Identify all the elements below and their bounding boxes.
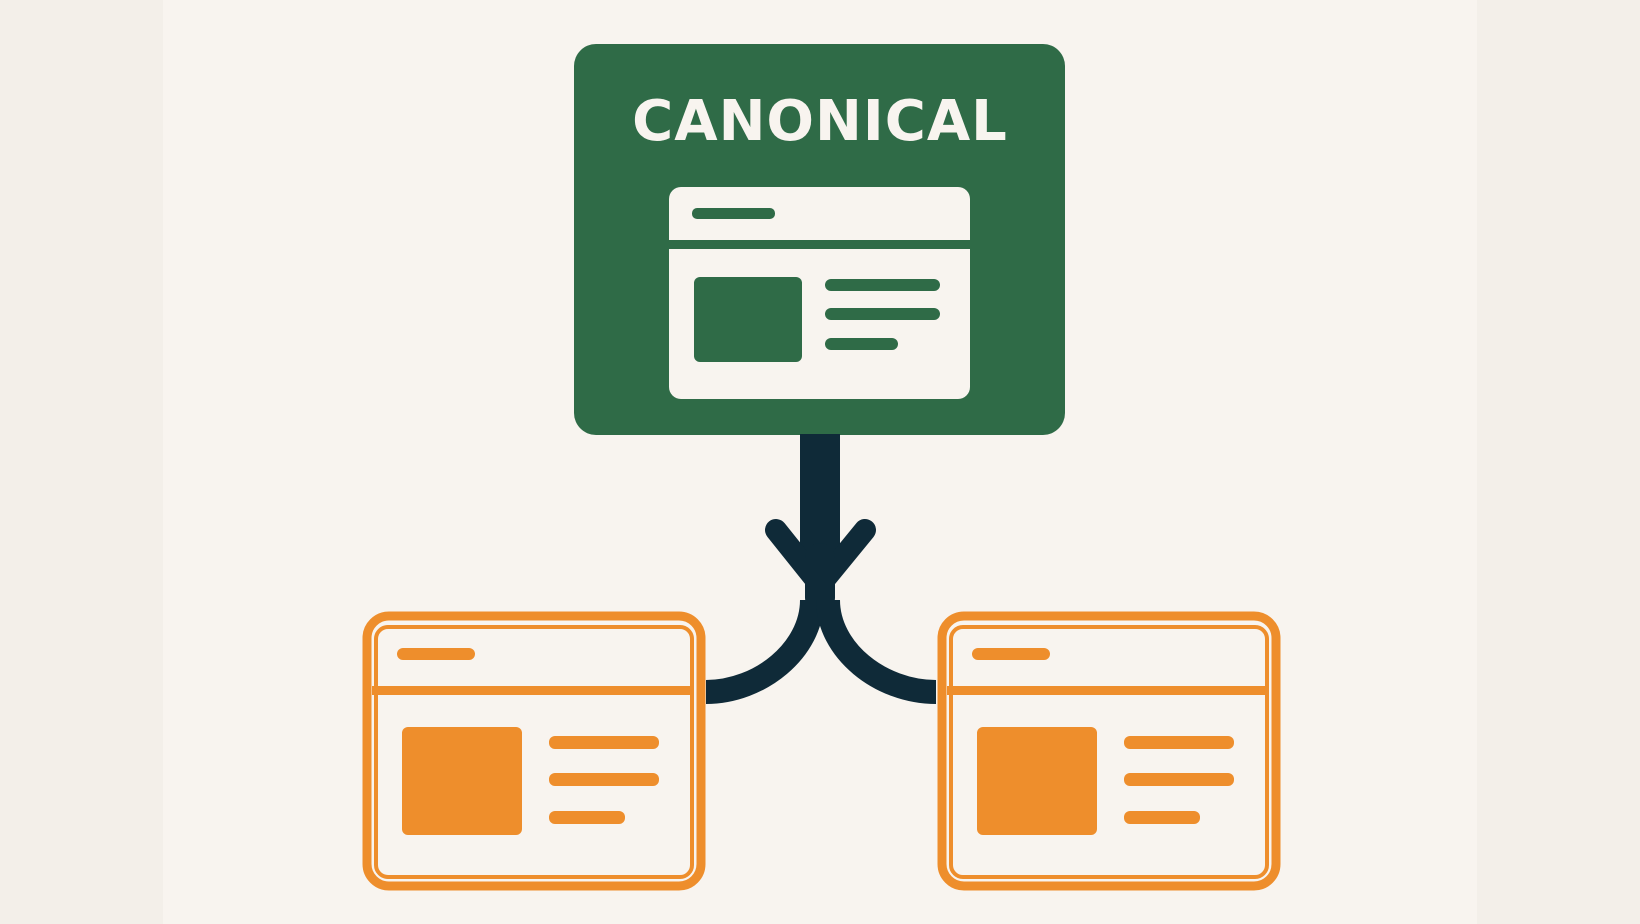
duplicate-webpage-title-bar <box>397 648 475 660</box>
duplicate-page-right <box>937 611 1281 891</box>
duplicate-card-inner-frame <box>374 625 694 879</box>
canonical-webpage-title-bar <box>692 208 775 219</box>
duplicate-webpage-title-bar <box>972 648 1050 660</box>
duplicate-webpage-text-line <box>549 811 625 824</box>
duplicate-webpage-divider <box>947 686 1269 695</box>
duplicate-webpage-text-line <box>1124 811 1200 824</box>
canonical-webpage-text-line <box>825 308 940 320</box>
duplicate-webpage-text-line <box>1124 773 1234 786</box>
canonical-webpage-icon <box>669 187 970 399</box>
duplicate-webpage-text-line <box>1124 736 1234 749</box>
duplicate-webpage-text-line <box>549 773 659 786</box>
duplicate-card-inner-frame <box>949 625 1269 879</box>
connector-branch-right <box>816 599 937 704</box>
canonical-webpage-text-line <box>825 338 898 350</box>
canonical-connector <box>705 434 937 704</box>
connector-stem <box>800 434 840 552</box>
duplicate-page-left <box>362 611 706 891</box>
canonical-webpage-image-block <box>694 277 802 362</box>
duplicate-webpage-text-line <box>549 736 659 749</box>
connector-branch-left <box>705 599 824 704</box>
canonical-page-card: CANONICAL <box>574 44 1065 435</box>
canonical-webpage-text-line <box>825 279 940 291</box>
canonical-webpage-divider <box>669 240 970 249</box>
duplicate-webpage-image-block <box>977 727 1097 835</box>
duplicate-webpage-divider <box>372 686 694 695</box>
canonical-label: CANONICAL <box>632 89 1008 154</box>
duplicate-webpage-image-block <box>402 727 522 835</box>
